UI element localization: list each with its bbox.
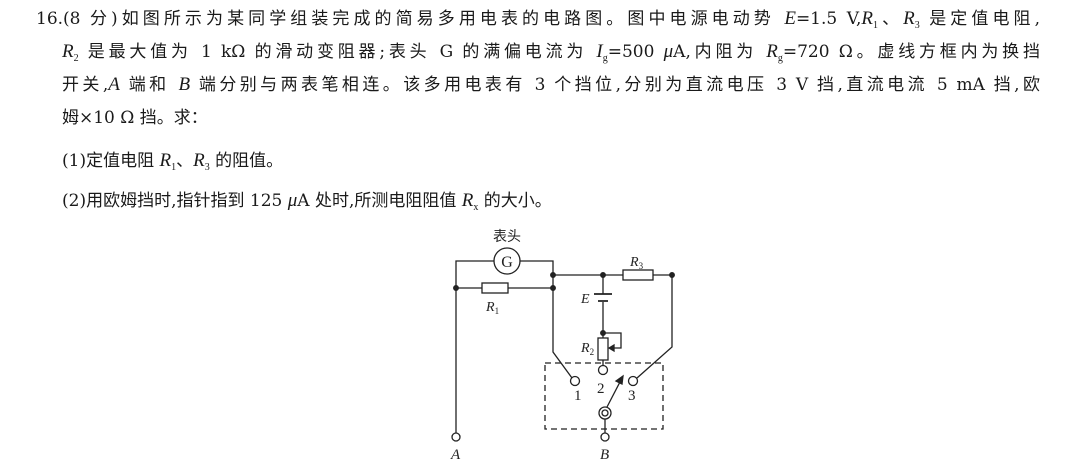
variable: A [108,74,120,95]
rheostat-r2 [597,337,609,361]
question-line: (1)定值电阻 R1、R3 的阻值。 [62,150,283,179]
r1-label: R1 [485,300,499,316]
r3-label: R3 [629,255,644,271]
subscript: 1 [873,20,879,31]
text-segment: (1)定值电阻 [62,151,160,171]
contact-1[interactable] [569,375,581,387]
junction-dot [453,285,459,291]
variable: E [784,8,796,29]
switch-arm[interactable] [606,379,622,408]
subscript: 3 [914,20,920,31]
text-segment: A,内阻为 [673,42,767,62]
contact-1-label: 1 [574,388,582,404]
subscript: x [473,202,479,213]
text-segment: =1.5 V, [795,9,862,29]
emf-label: E [580,292,590,307]
text-segment: 的阻值。 [209,151,284,171]
arrow-icon [607,343,615,353]
subscript: 2 [73,53,79,64]
terminal-a[interactable] [451,432,461,442]
variable: R [159,150,172,171]
text-segment: 是最大值为 1 kΩ 的滑动变阻器;表头 G 的满偏电流为 [78,42,597,62]
variable: μ [287,190,298,211]
question-line: R2 是最大值为 1 kΩ 的滑动变阻器;表头 G 的满偏电流为 Ig=500 … [62,41,1040,70]
galvanometer [493,247,521,275]
question-line: 16.(8 分)如图所示为某同学组装完成的简易多用电表的电路图。图中电源电动势 … [36,8,1040,37]
variable: R [193,150,205,171]
resistor-r1 [481,282,509,294]
switch-box [544,362,664,430]
terminal-b-label: B [600,447,609,463]
text-segment: 端和 [119,75,179,95]
junction-dot [669,272,675,278]
text-segment: =500 [607,42,664,62]
contact-3[interactable] [627,375,639,387]
variable: R [861,8,874,29]
text-segment: A 处时,所测电阻阻值 [297,191,462,211]
terminal-a-label: A [450,447,461,463]
wire-g [455,260,573,437]
variable: R [766,41,778,62]
rheostat-slider [603,332,622,349]
text-segment: 端分别与两表笔相连。该多用电表有 3 个挡位,分别为直流电压 3 V 挡,直流电… [190,75,1041,95]
r2-label: R2 [580,341,594,357]
question-line: 姆×10 Ω 挡。求： [62,107,208,129]
junction-dot [550,285,556,291]
subscript: 3 [204,162,210,173]
resistor-r3 [622,269,654,281]
variable: B [178,74,191,95]
variable: R [461,190,474,211]
switch-pivot [598,406,612,420]
terminal-b[interactable] [600,432,610,442]
text-segment: 是定值电阻, [919,9,1040,29]
text-segment: 的大小。 [478,191,552,211]
contact-2[interactable] [597,364,609,376]
battery-icon [594,293,612,302]
text-segment: 、 [878,9,904,29]
contact-3-label: 3 [628,388,636,404]
subscript: g [777,53,783,64]
switch-pivot-inner [601,409,609,417]
wire-r3 [553,274,673,379]
question-line: (2)用欧姆挡时,指针指到 125 μA 处时,所测电阻阻值 Rx 的大小。 [62,190,552,219]
text-segment: 开关, [62,75,109,95]
text-segment: 、 [176,151,194,171]
text-segment: 16.(8 分)如图所示为某同学组装完成的简易多用电表的电路图。图中电源电动势 [36,9,785,29]
variable: I [596,41,603,62]
contact-2-label: 2 [597,381,605,397]
galvanometer-label: G [501,254,513,271]
question-line: 开关,A 端和 B 端分别与两表笔相连。该多用电表有 3 个挡位,分别为直流电压… [62,74,1040,96]
subscript: g [602,53,608,64]
text-segment: (2)用欧姆挡时,指针指到 125 [62,191,288,211]
subscript: 1 [171,162,177,173]
meter-head-label: 表头 [493,229,521,245]
text-segment: =720 Ω。虚线方框内为换挡 [782,42,1040,62]
text-segment: 姆×10 Ω 挡。求： [62,108,208,128]
variable: R [903,8,915,29]
variable: μ [663,41,674,62]
variable: R [62,41,74,62]
arrow-icon [614,374,624,385]
